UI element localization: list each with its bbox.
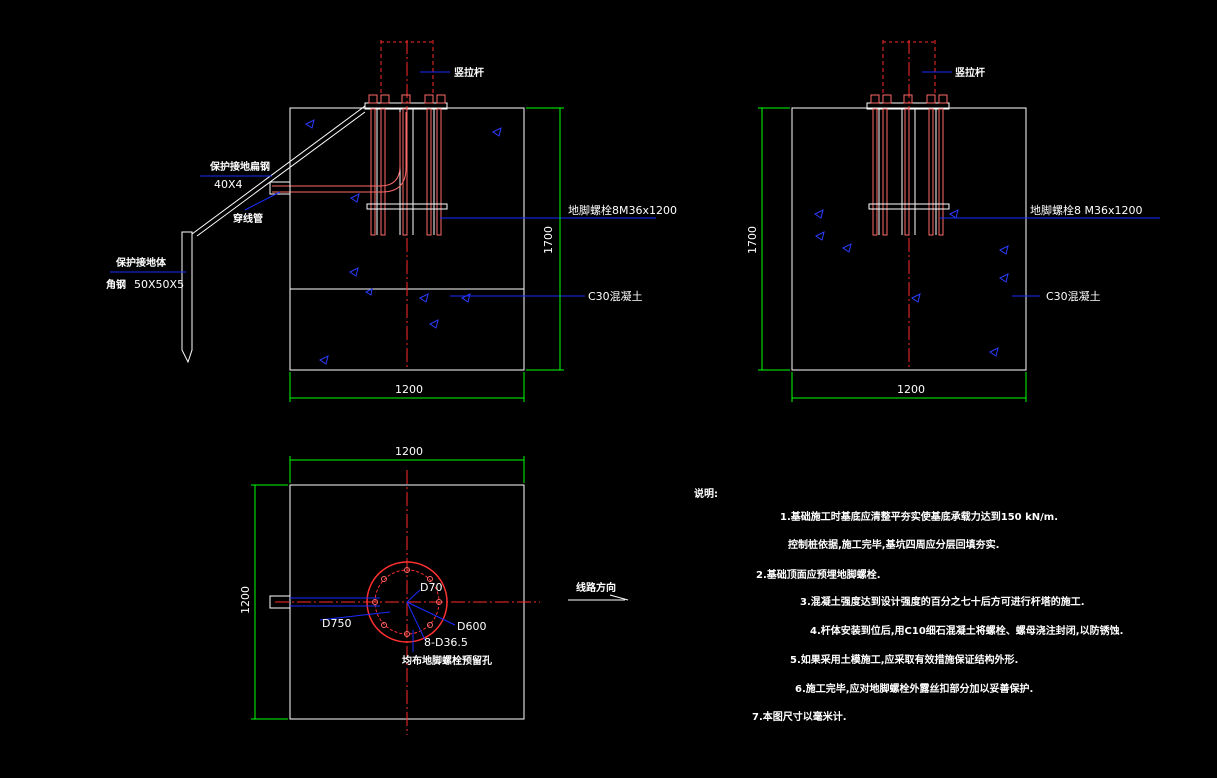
right-nuts xyxy=(870,94,948,104)
note-item: 7.本图尺寸以毫米计. xyxy=(752,710,847,723)
plan-outer-circle xyxy=(366,561,448,643)
note-item: 6.施工完毕,应对地脚螺栓外露丝扣部分加以妥善保护. xyxy=(795,682,1033,695)
left-bolt-label: 地脚螺栓8M36x1200 xyxy=(568,203,677,217)
line-direction-arrow xyxy=(568,594,629,601)
left-angle-steel-rod xyxy=(181,231,193,364)
left-rod-prefix: 角钢 xyxy=(106,278,126,291)
left-concrete-label: C30混凝土 xyxy=(588,289,643,303)
left-grounding-strip xyxy=(272,112,401,187)
plan-bolt-circle xyxy=(374,569,440,635)
plan-leaders xyxy=(319,589,456,652)
plan-d70-label: D70 xyxy=(420,581,442,594)
left-width-dim: 1200 xyxy=(395,383,423,396)
left-leaders xyxy=(110,71,656,297)
right-anchor-bolts xyxy=(872,108,944,236)
note-item: 2.基础顶面应预埋地脚螺栓. xyxy=(756,568,881,581)
left-top-label: 竖拉杆 xyxy=(454,66,484,79)
left-height-dim: 1700 xyxy=(542,226,555,254)
plan-holes-label: 8-D36.5 xyxy=(424,636,468,649)
note-item: 5.如果采用土模施工,应采取有效措施保证结构外形. xyxy=(790,653,1018,666)
left-conduit xyxy=(269,181,291,195)
right-bolt-label: 地脚螺栓8 M36x1200 xyxy=(1030,203,1143,217)
right-concrete-hatch xyxy=(814,209,1009,357)
plan-conduit-lines xyxy=(290,597,380,607)
plan-dimensions xyxy=(251,456,525,720)
plan-view: D70 D750 D600 8-D36.5 均布地脚螺栓预留孔 线路方向 120… xyxy=(239,445,629,735)
left-rod-size: 50X50X5 xyxy=(134,278,184,291)
plan-width-dim: 1200 xyxy=(395,445,423,458)
note-item: 1.基础施工时基底应清整平夯实使基底承载力达到150 kN/m. xyxy=(780,510,1058,523)
plan-bolt-holes xyxy=(372,567,442,637)
plan-conduit xyxy=(269,595,291,609)
left-concrete-hatch xyxy=(305,119,502,365)
left-earth-strip xyxy=(191,105,366,235)
left-elevation-view: 竖拉杆 保护接地扁钢 40X4 穿线管 保护接地体 角钢 50X50X5 地脚螺… xyxy=(106,40,677,402)
left-conduit-label: 穿线管 xyxy=(233,212,263,225)
left-ground-size: 40X4 xyxy=(214,178,243,191)
left-ground-label: 保护接地扁钢 xyxy=(209,160,270,173)
right-width-dim: 1200 xyxy=(897,383,925,396)
right-leaders xyxy=(922,71,1160,297)
plan-d750-label: D750 xyxy=(322,617,351,630)
right-concrete-label: C30混凝土 xyxy=(1046,289,1101,303)
left-nuts xyxy=(368,94,446,104)
note-item: 控制桩依据,施工完毕,基坑四周应分层回填夯实. xyxy=(788,538,999,551)
left-rod-label: 保护接地体 xyxy=(115,256,167,269)
plan-holes-note: 均布地脚螺栓预留孔 xyxy=(402,654,492,667)
plan-direction-label: 线路方向 xyxy=(576,581,616,594)
left-dimensions xyxy=(289,107,564,402)
right-top-label: 竖拉杆 xyxy=(955,66,985,79)
left-anchor-bolts xyxy=(370,108,442,236)
notes-block: 说明: 1.基础施工时基底应清整平夯实使基底承载力达到150 kN/m. 控制桩… xyxy=(694,487,1123,723)
right-elevation-view: 竖拉杆 地脚螺栓8 M36x1200 C30混凝土 1200 1700 xyxy=(746,40,1160,402)
right-dimensions xyxy=(758,107,1027,402)
note-item: 3.混凝土强度达到设计强度的百分之七十后方可进行杆塔的施工. xyxy=(800,595,1085,608)
notes-title: 说明: xyxy=(694,487,718,500)
plan-d600-label: D600 xyxy=(457,620,486,633)
note-item: 4.杆体安装到位后,用C10细石混凝土将螺栓、螺母浇注封闭,以防锈蚀. xyxy=(810,624,1123,637)
right-height-dim: 1700 xyxy=(746,226,759,254)
plan-height-dim: 1200 xyxy=(239,586,252,614)
